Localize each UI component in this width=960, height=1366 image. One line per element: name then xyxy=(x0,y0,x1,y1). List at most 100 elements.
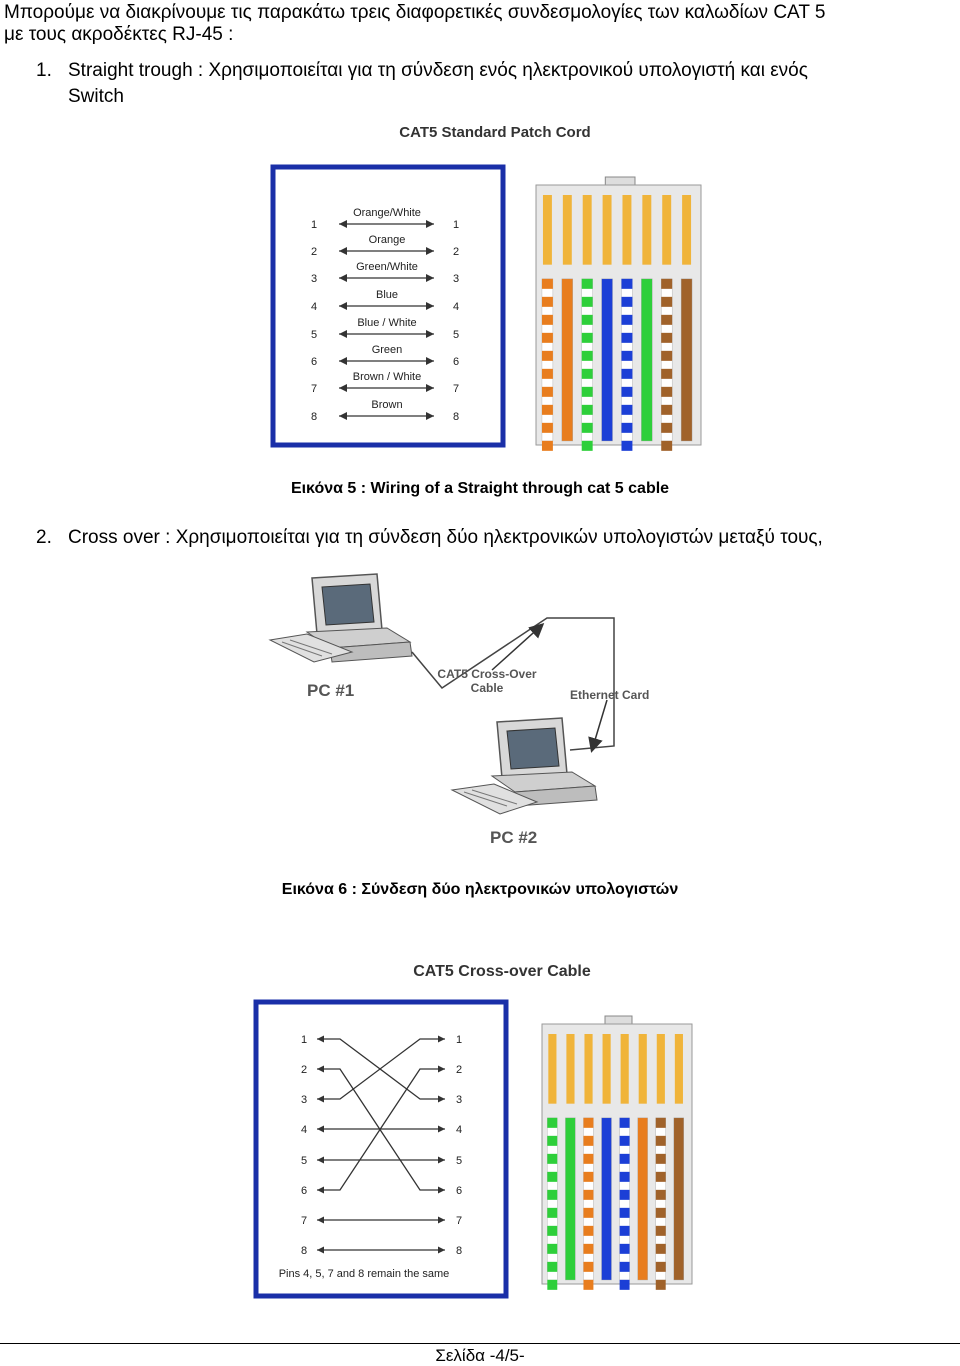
plug-contact xyxy=(662,195,672,265)
arrow-head-right xyxy=(426,302,434,310)
arrow-head-right xyxy=(438,1246,445,1254)
xo-pin-right-6: 6 xyxy=(456,1185,462,1197)
wire-stripe xyxy=(541,350,553,361)
xo-pin-right-5: 5 xyxy=(456,1155,462,1167)
crossover-line xyxy=(317,1038,445,1100)
arrow-head-left xyxy=(317,1246,324,1254)
wire-stripe xyxy=(621,278,633,289)
arrow-head-right xyxy=(426,412,434,420)
wire-stripe xyxy=(655,1243,666,1254)
plug-contact xyxy=(542,195,552,265)
wire-stripe xyxy=(619,1243,630,1254)
arrow-head-right xyxy=(426,330,434,338)
figure7-title: CAT5 Cross-over Cable xyxy=(413,963,591,980)
pin-left-8: 8 xyxy=(311,411,317,423)
pin-right-3: 3 xyxy=(453,273,459,285)
wire-label: Orange xyxy=(369,234,406,246)
wire-stripe xyxy=(621,422,633,433)
wire-stripe xyxy=(581,350,593,361)
wire-stripe xyxy=(547,1207,558,1218)
wire-stripe xyxy=(655,1135,666,1146)
wire-stripe xyxy=(547,1225,558,1236)
wire-stripe xyxy=(541,332,553,343)
pin-left-7: 7 xyxy=(311,383,317,395)
pin-right-5: 5 xyxy=(453,329,459,341)
wire-stripe xyxy=(547,1261,558,1272)
crossover-lines xyxy=(317,1035,445,1254)
wire-stripe xyxy=(661,332,673,343)
wire-stripe xyxy=(583,1243,594,1254)
arrow-head-right xyxy=(426,220,434,228)
xo-pin-right-4: 4 xyxy=(456,1124,462,1136)
ethernet-card-label: Ethernet Card xyxy=(570,688,649,702)
crossover-line xyxy=(317,1068,445,1191)
wire-strand xyxy=(565,1117,576,1281)
wire-stripe xyxy=(621,440,633,451)
wire-strand xyxy=(673,1117,684,1281)
wire-stripe xyxy=(661,314,673,325)
wire-stripe xyxy=(583,1279,594,1290)
arrow-head-left xyxy=(339,220,347,228)
arrow-head-left xyxy=(317,1186,324,1194)
plug-contact xyxy=(562,195,572,265)
wire-label: Brown / White xyxy=(353,371,421,383)
wire-stripe xyxy=(655,1225,666,1236)
wire-stripe xyxy=(621,368,633,379)
wire-stripe xyxy=(581,422,593,433)
page-number: Σελίδα -4/5- xyxy=(435,1346,525,1365)
wire-label: Green xyxy=(372,344,403,356)
pin-left-2: 2 xyxy=(311,246,317,258)
wire-stripe xyxy=(661,404,673,415)
plug-body xyxy=(535,184,702,446)
wire-stripe xyxy=(661,368,673,379)
arrow-head-right xyxy=(438,1125,445,1133)
arrow-head-left xyxy=(317,1125,324,1133)
plug-contact xyxy=(602,1034,611,1104)
rj45-plug-crossover xyxy=(541,1015,693,1290)
wire-stripe xyxy=(583,1153,594,1164)
arrow-head-right xyxy=(438,1065,445,1073)
wire-stripe xyxy=(547,1153,558,1164)
pin-right-4: 4 xyxy=(453,301,459,313)
wire-stripe xyxy=(661,296,673,307)
cable-pointer-arrow xyxy=(491,622,545,671)
cable-label: CAT5 Cross-Over xyxy=(437,667,536,681)
wire-stripe xyxy=(581,386,593,397)
xo-pin-left-1: 1 xyxy=(301,1034,307,1046)
cable-label-2: Cable xyxy=(471,681,504,695)
wire-stripe xyxy=(621,332,633,343)
wire-stripe xyxy=(655,1171,666,1182)
intro-line-2: με τους ακροδέκτες RJ-45 : xyxy=(4,24,234,45)
plug-contact xyxy=(566,1034,575,1104)
wire-stripe xyxy=(581,296,593,307)
arrow-head-left xyxy=(339,412,347,420)
arrow-head-left xyxy=(317,1035,324,1043)
pins-note: Pins 4, 5, 7 and 8 remain the same xyxy=(279,1268,450,1280)
plug-contact xyxy=(638,1034,647,1104)
item1-text: Straight trough : Χρησιμοποιείται για τη… xyxy=(68,60,808,81)
pc2-icon xyxy=(450,717,598,815)
arrow-head-left xyxy=(339,357,347,365)
plug-contact xyxy=(674,1034,683,1104)
plug-contact xyxy=(682,195,692,265)
wire-stripe xyxy=(581,404,593,415)
plug-contact xyxy=(602,195,612,265)
wire-stripe xyxy=(619,1225,630,1236)
arrow-head-right xyxy=(426,384,434,392)
wire-stripe xyxy=(655,1153,666,1164)
wire-stripe xyxy=(541,386,553,397)
wire-strand xyxy=(637,1117,648,1281)
xo-pin-right-8: 8 xyxy=(456,1245,462,1257)
plug-contact xyxy=(582,195,592,265)
item1-number: 1. xyxy=(36,60,52,81)
arrow-head-right xyxy=(438,1216,445,1224)
wire-stripe xyxy=(621,314,633,325)
crossover-cable-line xyxy=(411,617,615,751)
wire-stripe xyxy=(541,404,553,415)
wire-stripe xyxy=(581,314,593,325)
arrow-head-right xyxy=(438,1095,445,1103)
wire-stripe xyxy=(583,1225,594,1236)
wire-stripe xyxy=(661,422,673,433)
wire-stripe xyxy=(547,1117,558,1128)
plug-contact xyxy=(622,195,632,265)
